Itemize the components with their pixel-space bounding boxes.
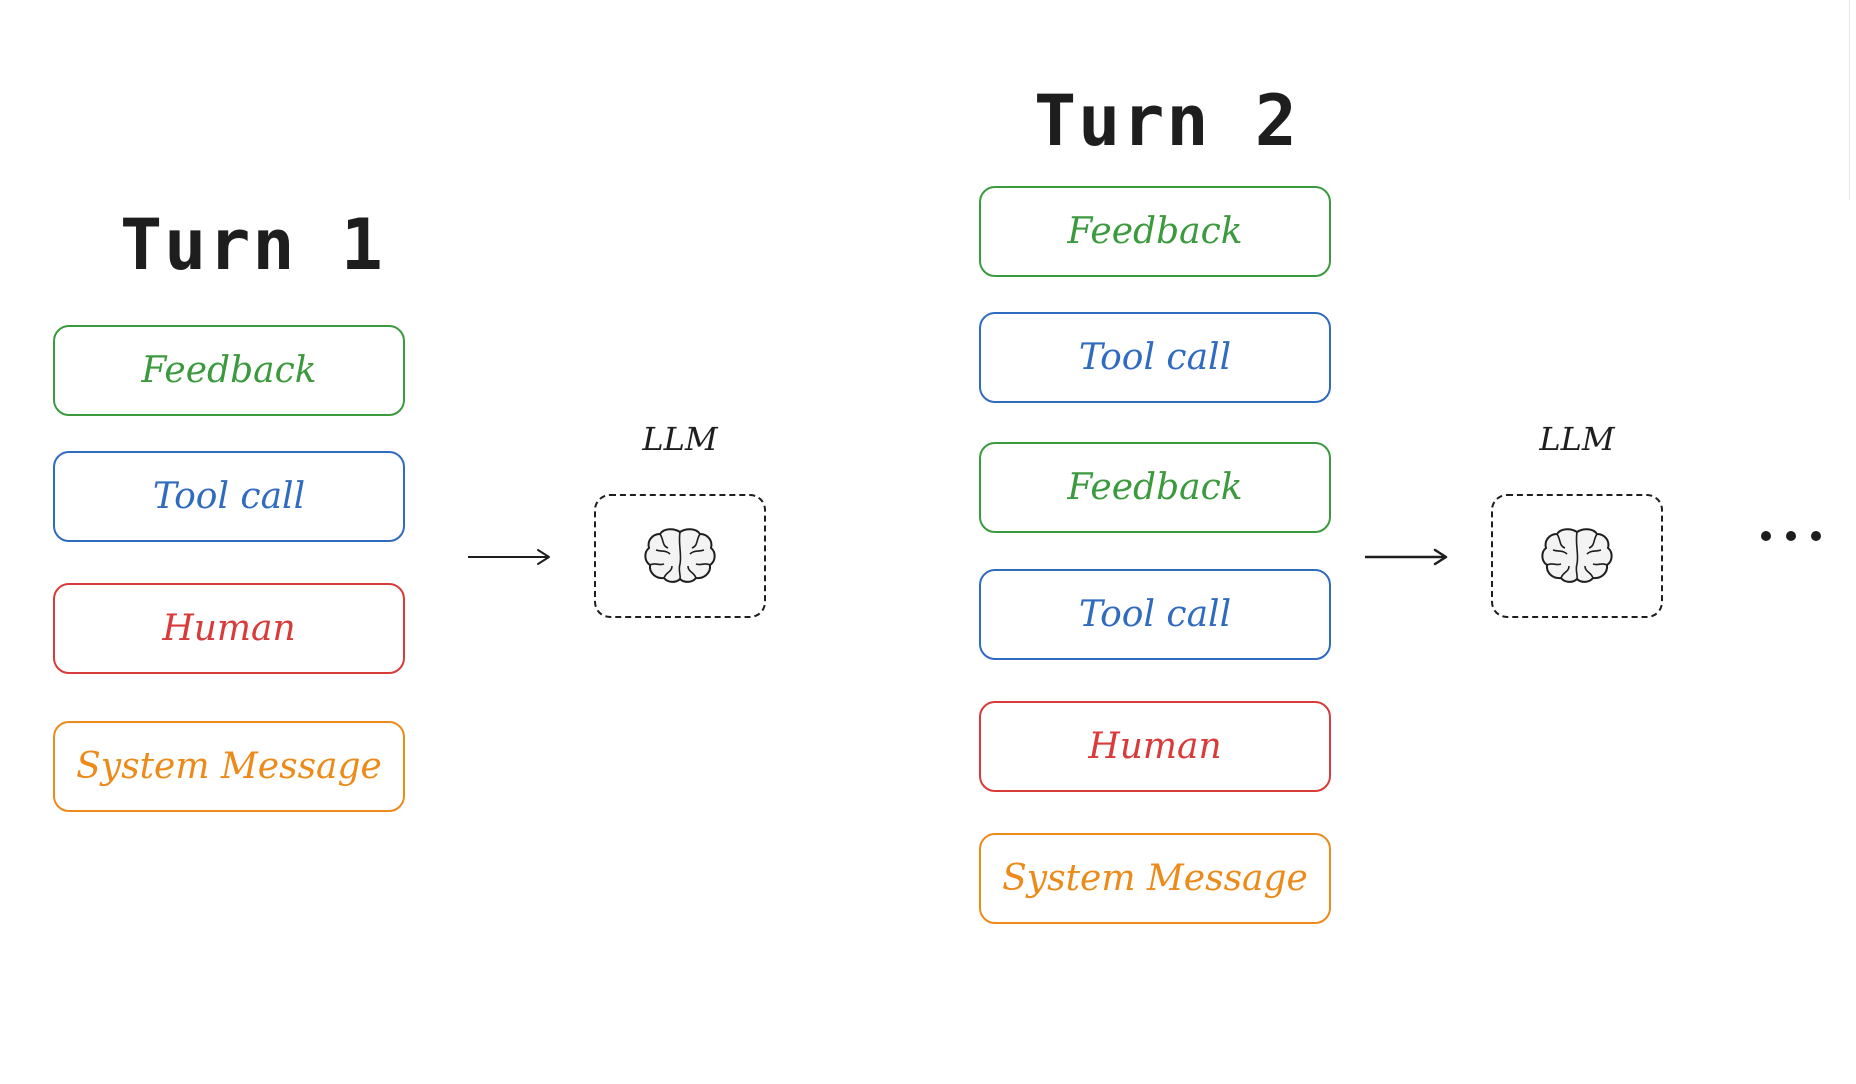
turn-1-llm-node xyxy=(594,494,766,618)
message-label: Tool call xyxy=(152,476,306,517)
turn-1-llm-label: LLM xyxy=(642,420,718,458)
message-label: Feedback xyxy=(1067,211,1243,252)
turn-1-message-system: System Message xyxy=(53,721,405,812)
message-label: Human xyxy=(1088,726,1222,767)
turn-2-llm-label: LLM xyxy=(1539,420,1615,458)
turn-2-message-system: System Message xyxy=(979,833,1331,924)
turn-1-title: Turn 1 xyxy=(120,204,385,286)
brain-icon xyxy=(644,528,716,583)
message-label: System Message xyxy=(76,746,382,787)
arrow-right-icon xyxy=(468,549,550,565)
turn-1-message-feedback: Feedback xyxy=(53,325,405,416)
turn-2-message-tool-call-2: Tool call xyxy=(979,569,1331,660)
turn-2-llm-node xyxy=(1491,494,1663,618)
turn-2-message-feedback-1: Feedback xyxy=(979,186,1331,277)
message-label: Tool call xyxy=(1078,337,1232,378)
arrow-right-icon xyxy=(1365,548,1448,566)
ellipsis-icon xyxy=(1761,531,1821,541)
message-label: System Message xyxy=(1002,858,1308,899)
message-label: Feedback xyxy=(141,350,317,391)
canvas-edge xyxy=(1849,0,1856,200)
message-label: Tool call xyxy=(1078,594,1232,635)
turn-2-message-human: Human xyxy=(979,701,1331,792)
message-label: Feedback xyxy=(1067,467,1243,508)
message-label: Human xyxy=(162,608,296,649)
brain-icon xyxy=(1541,528,1613,583)
turn-1-message-human: Human xyxy=(53,583,405,674)
turn-2-title: Turn 2 xyxy=(1034,80,1299,162)
turn-2-message-feedback-2: Feedback xyxy=(979,442,1331,533)
turn-2-message-tool-call-1: Tool call xyxy=(979,312,1331,403)
turn-1-message-tool-call: Tool call xyxy=(53,451,405,542)
